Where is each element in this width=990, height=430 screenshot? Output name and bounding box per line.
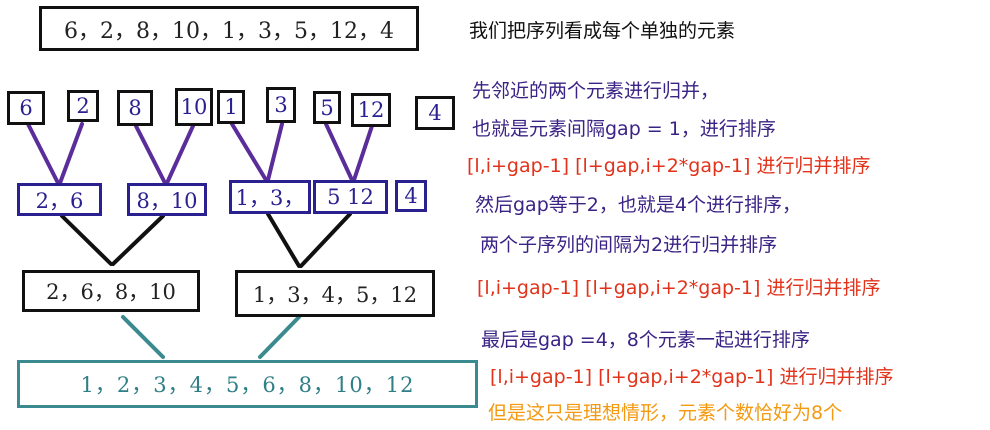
- note-range-formula: [l,i+gap-1] [l+gap,i+2*gap-1] 进行归并排序: [467, 155, 871, 177]
- connector-line: [324, 122, 354, 182]
- note-gap-one: 也就是元素间隔gap = 1，进行排序: [472, 118, 776, 140]
- note-split-elements: 我们把序列看成每个单独的元素: [469, 20, 736, 42]
- level2-group-box: 8，10: [127, 183, 207, 216]
- level1-element-box: 8: [117, 90, 153, 126]
- note-gap-four: 最后是gap =4，8个元素一起进行排序: [481, 329, 810, 351]
- level2-group-box: 1，3，: [229, 180, 311, 214]
- connector-line: [165, 124, 195, 185]
- level1-element-box: 4: [415, 96, 455, 130]
- note-range-formula: [l,i+gap-1] [l+gap,i+2*gap-1] 进行归并排序: [490, 366, 894, 388]
- level1-element-box: 3: [266, 87, 296, 123]
- level1-element-box: 1: [217, 90, 245, 124]
- level3-group-box: 2，6，8，10: [22, 270, 200, 312]
- level2-group-box: 2，6: [17, 183, 102, 216]
- connector-line: [111, 214, 165, 266]
- original-array-box: 6，2，8，10，1，3，5，12，4: [39, 6, 419, 51]
- note-ideal-case: 但是这只是理想情形，元素个数恰好为8个: [488, 402, 843, 424]
- connector-line: [121, 315, 165, 359]
- level1-element-box: 10: [175, 88, 213, 126]
- connector-line: [58, 122, 84, 185]
- note-merge-adjacent: 先邻近的两个元素进行归并，: [472, 80, 720, 102]
- level3-group-box: 1，3，4，5，12: [235, 270, 435, 317]
- level1-element-box: 6: [7, 91, 45, 125]
- connector-line: [266, 212, 301, 268]
- connector-line: [60, 214, 113, 266]
- note-subsequence-interval: 两个子序列的间隔为2进行归并排序: [480, 234, 778, 256]
- connector-line: [266, 122, 284, 182]
- level2-group-box: 5 12: [313, 180, 388, 214]
- level1-element-box: 2: [67, 90, 99, 122]
- connector-line: [26, 122, 60, 185]
- connector-line: [258, 315, 301, 359]
- note-gap-two: 然后gap等于2，也就是4个进行排序，: [475, 194, 801, 216]
- final-sorted-box: 1，2，3，4，5，6，8，10，12: [17, 360, 478, 408]
- note-range-formula: [l,i+gap-1] [l+gap,i+2*gap-1] 进行归并排序: [477, 277, 881, 299]
- level2-group-box: 4: [395, 180, 427, 212]
- level1-element-box: 5: [313, 91, 341, 124]
- original-array-text: 6，2，8，10，1，3，5，12，4: [64, 18, 394, 44]
- connector-line: [299, 212, 352, 268]
- connector-line: [230, 122, 268, 182]
- connector-line: [352, 124, 374, 182]
- connector-line: [134, 124, 167, 185]
- level1-element-box: 12: [351, 93, 391, 127]
